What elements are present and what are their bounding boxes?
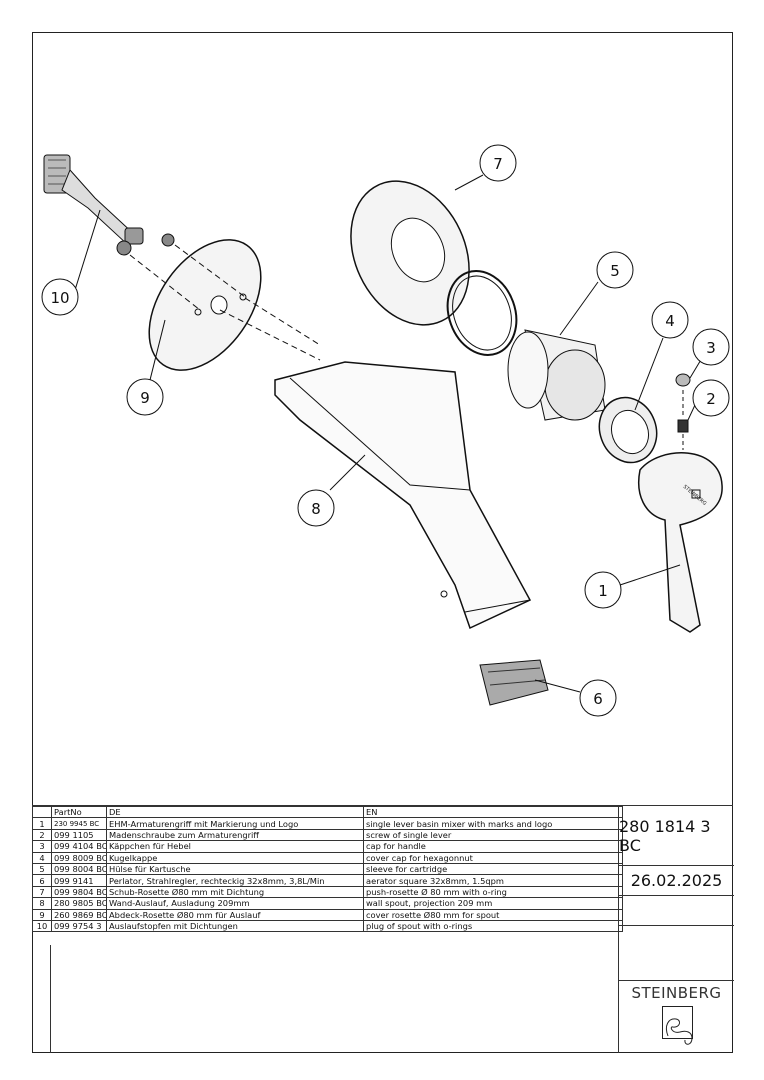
table-column-divider <box>50 945 51 1053</box>
table-top-divider <box>32 805 733 806</box>
row-partno: 230 9945 BC <box>51 817 107 830</box>
header-en: EN <box>363 805 623 819</box>
part-9-cover-rosette <box>129 239 321 371</box>
row-description-en: cap for handle <box>363 840 623 853</box>
drawing-date: 26.02.2025 <box>619 865 734 896</box>
row-partno: 099 4104 BC <box>51 840 107 853</box>
row-partno: 099 9804 BC <box>51 885 107 899</box>
part-3-cap <box>675 373 691 418</box>
row-index: 6 <box>32 874 52 887</box>
header-index <box>32 805 52 819</box>
callout-bubbles: 10 9 8 7 5 4 3 2 1 6 <box>41 144 730 717</box>
row-description-en: cover cap for hexagonnut <box>363 851 623 864</box>
row-description-de: Auslaufstopfen mit Dichtungen <box>106 919 364 933</box>
callout-7: 7 <box>479 144 517 182</box>
part-10-plug <box>43 154 175 256</box>
callout-4: 4 <box>651 301 689 339</box>
row-index: 9 <box>32 908 52 921</box>
svg-text:1: 1 <box>598 582 608 600</box>
row-index: 1 <box>32 817 52 830</box>
row-index: 4 <box>32 851 52 864</box>
empty-field <box>619 925 734 981</box>
callout-8: 8 <box>297 489 335 527</box>
callout-1: 1 <box>584 571 622 609</box>
steinberg-logo <box>662 1006 693 1045</box>
row-index: 5 <box>32 862 52 876</box>
row-partno: 280 9805 BC <box>51 897 107 910</box>
callout-6: 6 <box>579 679 617 717</box>
brand-name: STEINBERG <box>631 984 722 1002</box>
callout-2: 2 <box>692 379 730 417</box>
row-description-de: Perlator, Strahlregler, rechteckig 32x8m… <box>106 874 364 887</box>
part-2-screw <box>677 419 689 450</box>
row-partno: 099 9141 <box>51 874 107 887</box>
row-description-en: plug of spout with o-rings <box>363 919 623 933</box>
article-number: 280 1814 3 BC <box>619 806 734 866</box>
svg-text:9: 9 <box>140 389 150 407</box>
row-partno: 099 8004 BC <box>51 862 107 876</box>
callout-5: 5 <box>596 251 634 289</box>
row-index: 8 <box>32 897 52 910</box>
row-description-en: aerator square 32x8mm, 1.5qpm <box>363 874 623 887</box>
table-header-row: PartNo DE EN <box>32 805 623 819</box>
callout-9: 9 <box>126 378 164 416</box>
svg-text:10: 10 <box>50 289 69 307</box>
svg-text:2: 2 <box>706 390 716 408</box>
part-7-push-rosette <box>350 180 518 356</box>
row-description-de: EHM-Armaturengriff mit Markierung und Lo… <box>106 817 364 830</box>
row-description-en: cover rosette Ø80 mm for spout <box>363 908 623 921</box>
row-description-en: sleeve for cartridge <box>363 862 623 876</box>
row-description-en: screw of single lever <box>363 828 623 842</box>
row-partno: 099 1105 <box>51 828 107 842</box>
part-6-aerator <box>479 659 549 706</box>
row-description-en: push-rosette Ø 80 mm with o-ring <box>363 885 623 899</box>
row-description-de: Kugelkappe <box>106 851 364 864</box>
row-index: 2 <box>32 828 52 842</box>
row-partno: 260 9869 BC <box>51 908 107 921</box>
title-block: 280 1814 3 BC 26.02.2025 STEINBERG <box>618 806 734 1053</box>
svg-text:3: 3 <box>706 339 716 357</box>
part-8-wall-spout <box>274 361 532 630</box>
row-description-de: Wand-Auslauf, Ausladung 209mm <box>106 897 364 910</box>
callout-3: 3 <box>692 328 730 366</box>
drawing-frame <box>32 32 733 1053</box>
callout-10: 10 <box>41 278 79 316</box>
row-description-de: Abdeck-Rosette Ø80 mm für Auslauf <box>106 908 364 921</box>
row-index: 10 <box>32 919 52 933</box>
row-description-de: Madenschraube zum Armaturengriff <box>106 828 364 842</box>
part-4-cover-cap <box>598 396 658 464</box>
svg-text:7: 7 <box>493 155 503 173</box>
row-description-en: single lever basin mixer with marks and … <box>363 817 623 830</box>
svg-text:5: 5 <box>610 262 620 280</box>
row-index: 7 <box>32 885 52 899</box>
leader-lines <box>74 174 703 693</box>
header-de: DE <box>106 805 364 819</box>
svg-text:6: 6 <box>593 690 603 708</box>
row-index: 3 <box>32 840 52 853</box>
svg-text:8: 8 <box>311 500 321 518</box>
part-5-sleeve <box>507 329 606 421</box>
svg-text:4: 4 <box>665 312 675 330</box>
row-description-en: wall spout, projection 209 mm <box>363 897 623 910</box>
header-partno: PartNo <box>51 805 107 819</box>
row-description-de: Käppchen für Hebel <box>106 840 364 853</box>
row-partno: 099 9754 3 <box>51 919 107 933</box>
exploded-view-drawing: STEINBERG 10 9 8 7 5 4 <box>41 144 730 717</box>
row-description-de: Schub-Rosette Ø80 mm mit Dichtung <box>106 885 364 899</box>
part-1-handle: STEINBERG <box>638 452 723 633</box>
row-partno: 099 8009 BC <box>51 851 107 864</box>
row-description-de: Hülse für Kartusche <box>106 862 364 876</box>
empty-field <box>619 895 734 926</box>
